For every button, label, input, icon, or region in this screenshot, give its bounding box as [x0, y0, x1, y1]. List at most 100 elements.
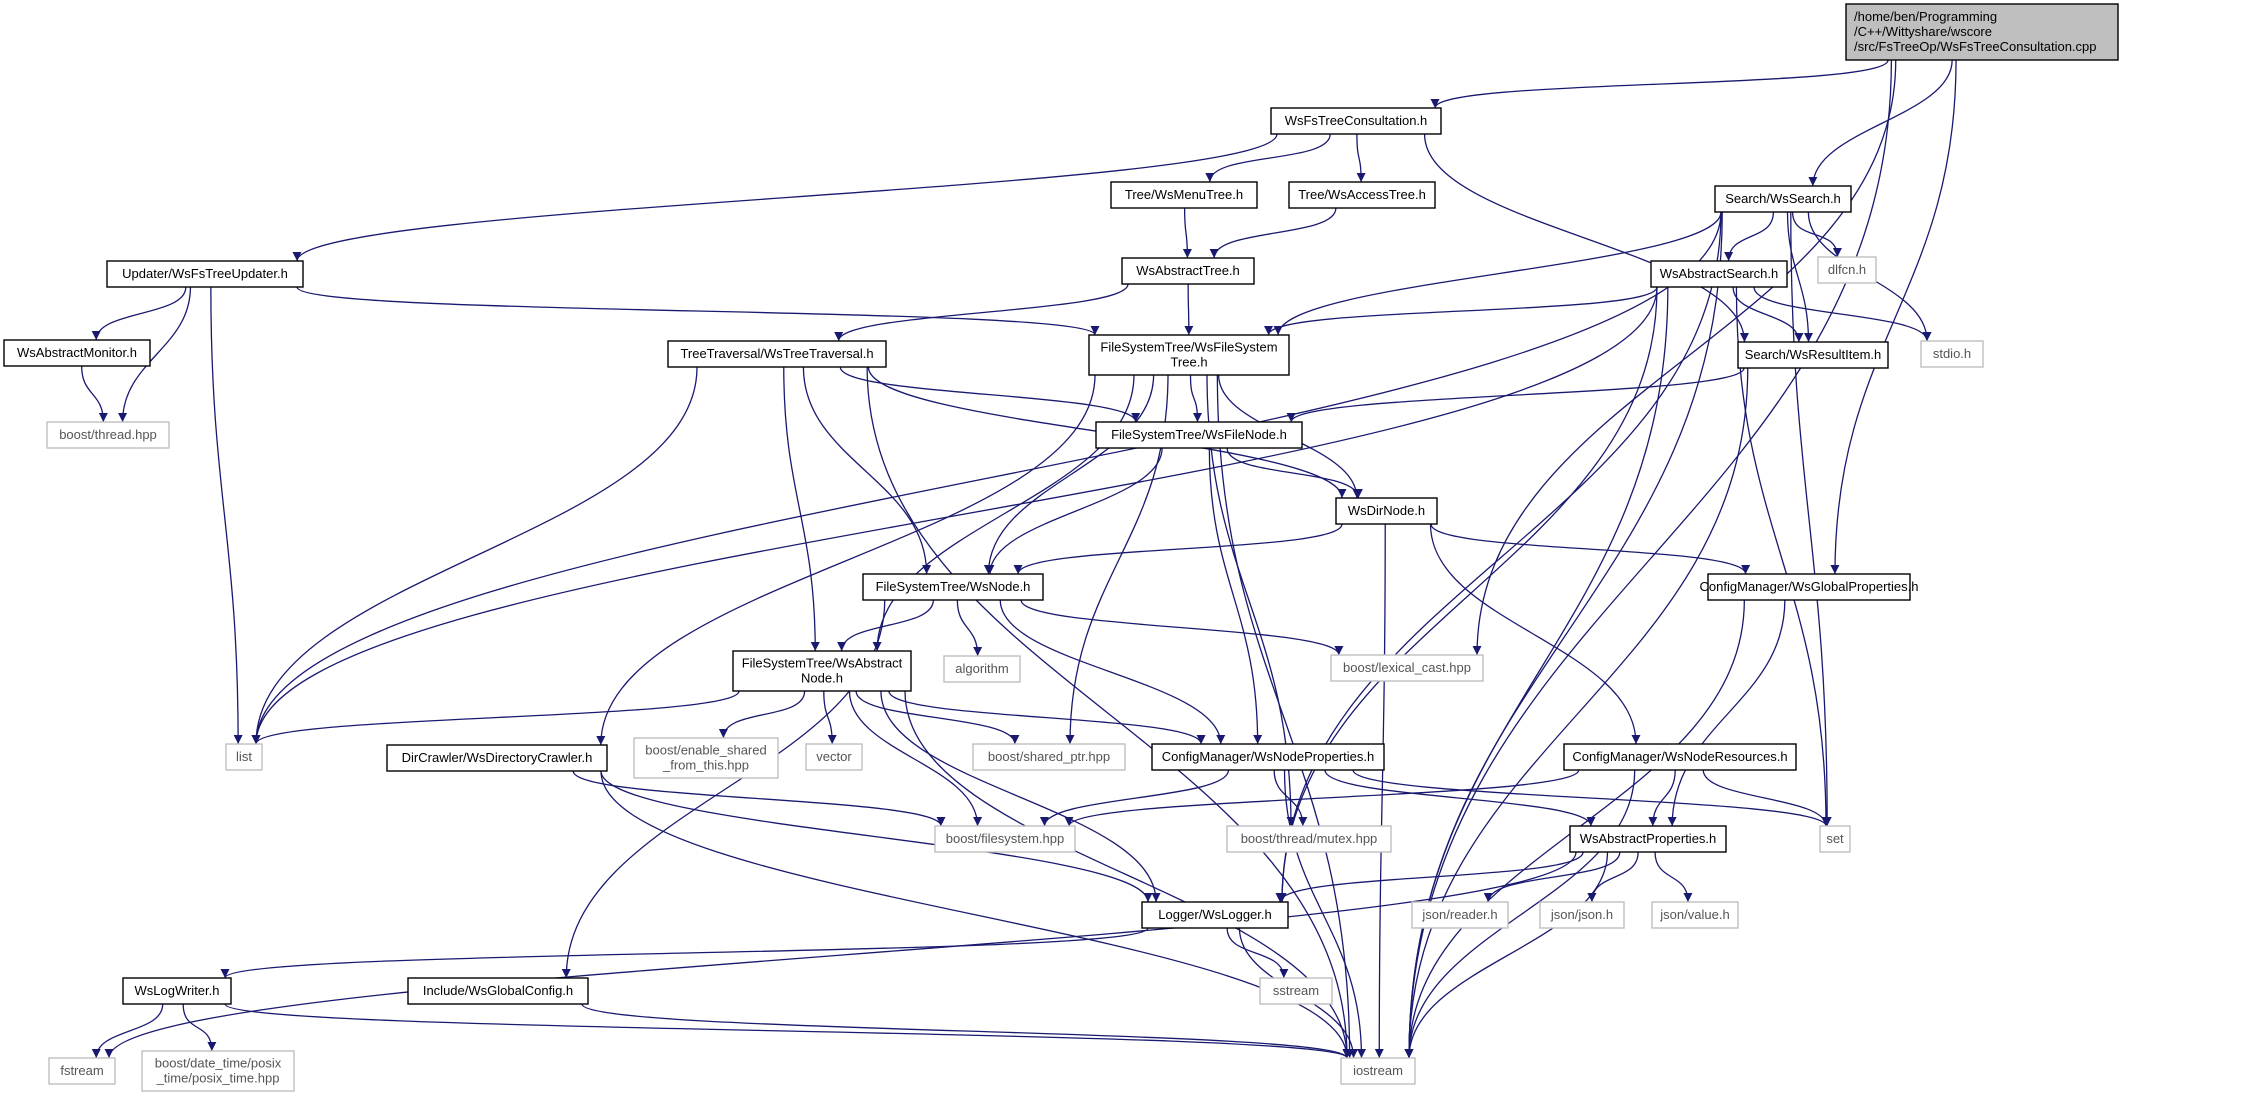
node-jsonreader-label: json/reader.h: [1421, 907, 1497, 922]
edge-root-to-globalprops: [1830, 59, 1957, 575]
node-logger[interactable]: Logger/WsLogger.h: [1141, 901, 1289, 929]
node-filenode[interactable]: FileSystemTree/WsFileNode.h: [1095, 421, 1303, 449]
edge-absnode-to-nodeprops: [888, 690, 1206, 745]
node-node[interactable]: FileSystemTree/WsNode.h: [862, 573, 1044, 601]
edge-nodeprops-to-mutex: [1273, 769, 1308, 827]
node-list-label: list: [236, 749, 252, 764]
node-root[interactable]: /home/ben/Programming/C++/Wittyshare/wsc…: [1845, 3, 2119, 61]
node-dlfcn: dlfcn.h: [1817, 256, 1877, 284]
node-absnode-label: Node.h: [801, 671, 843, 686]
node-jsonjson-box: [1539, 901, 1625, 929]
edge-node-to-nodeprops: [999, 599, 1226, 745]
node-node-label: FileSystemTree/WsNode.h: [876, 579, 1031, 594]
nodes-layer: /home/ben/Programming/C++/Wittyshare/wsc…: [3, 3, 2119, 1092]
node-iostream-label: iostream: [1353, 1063, 1403, 1078]
edge-abssearch-to-stdio: [1753, 286, 1932, 342]
edge-logwriter-to-iostream: [224, 1003, 1352, 1059]
node-consult[interactable]: WsFsTreeConsultation.h: [1270, 107, 1442, 135]
node-absmonitor[interactable]: WsAbstractMonitor.h: [3, 339, 151, 367]
edge-search-to-set: [1790, 211, 1832, 827]
edge-logger-to-sstream: [1226, 927, 1289, 979]
edge-root-to-iostream: [1404, 59, 1893, 1059]
node-iostream-box: [1340, 1057, 1416, 1085]
node-updater[interactable]: Updater/WsFsTreeUpdater.h: [106, 260, 304, 288]
edge-nodeprops-to-iostream: [1283, 769, 1367, 1059]
node-abssearch[interactable]: WsAbstractSearch.h: [1650, 260, 1788, 288]
node-noderes-box: [1563, 743, 1797, 771]
edge-search-to-resultitem: [1786, 211, 1814, 343]
node-jsonvalue-label: json/value.h: [1659, 907, 1729, 922]
edge-node-to-algorithm: [956, 599, 983, 657]
node-dlfcn-box: [1817, 256, 1877, 284]
node-algorithm-label: algorithm: [955, 661, 1008, 676]
edge-fstree-to-node: [983, 374, 1155, 575]
node-accesstree[interactable]: Tree/WsAccessTree.h: [1288, 181, 1436, 209]
edge-updater-to-absmonitor: [91, 286, 187, 341]
edge-globalconfig-to-iostream: [581, 1003, 1352, 1059]
node-filenode-label: FileSystemTree/WsFileNode.h: [1111, 427, 1287, 442]
node-lexical-box: [1330, 654, 1484, 682]
node-search-box: [1714, 185, 1852, 213]
edge-updater-to-thread: [118, 286, 192, 423]
node-fstree-box: [1088, 334, 1290, 376]
node-jsonvalue: json/value.h: [1651, 901, 1739, 929]
node-lexical-label: boost/lexical_cast.hpp: [1343, 660, 1471, 675]
node-noderes[interactable]: ConfigManager/WsNodeResources.h: [1563, 743, 1797, 771]
node-logwriter[interactable]: WsLogWriter.h: [122, 977, 232, 1005]
node-absprops[interactable]: WsAbstractProperties.h: [1569, 825, 1727, 853]
node-logwriter-box: [122, 977, 232, 1005]
node-logger-box: [1141, 901, 1289, 929]
node-traversal[interactable]: TreeTraversal/WsTreeTraversal.h: [667, 340, 887, 368]
edge-absnode-to-filesystem: [848, 690, 983, 827]
edge-absprops-to-iostream: [1404, 851, 1609, 1059]
edge-fstree-to-absnode: [872, 374, 1135, 652]
node-menutree[interactable]: Tree/WsMenuTree.h: [1110, 181, 1258, 209]
edge-dirnode-to-node: [1013, 523, 1343, 575]
edge-root-to-lexical: [1472, 59, 1897, 656]
edge-node-to-lexical: [1020, 599, 1344, 656]
edge-filenode-to-node: [985, 447, 1163, 575]
edge-root-to-consult: [1430, 59, 1889, 109]
node-sharedptr: boost/shared_ptr.hpp: [972, 743, 1126, 771]
edge-filenode-to-dirnode: [1226, 447, 1363, 499]
node-traversal-box: [667, 340, 887, 368]
edge-absprops-to-jsonreader: [1483, 851, 1621, 903]
node-jsonreader: json/reader.h: [1411, 901, 1509, 929]
node-dirnode[interactable]: WsDirNode.h: [1335, 497, 1438, 525]
node-updater-label: Updater/WsFsTreeUpdater.h: [122, 266, 288, 281]
node-stdio-label: stdio.h: [1933, 346, 1971, 361]
node-list-box: [225, 743, 263, 771]
node-accesstree-box: [1288, 181, 1436, 209]
node-globalconfig[interactable]: Include/WsGlobalConfig.h: [407, 977, 589, 1005]
node-root-box: [1845, 3, 2119, 61]
node-jsonjson-label: json/json.h: [1550, 907, 1613, 922]
edge-updater-to-fstree: [296, 286, 1100, 336]
node-set-label: set: [1826, 831, 1844, 846]
edge-absnode-to-sharedptr: [855, 690, 1020, 745]
edge-dircrawler-to-iostream: [600, 770, 1352, 1059]
node-enableshared-label: _from_this.hpp: [662, 758, 749, 773]
node-resultitem[interactable]: Search/WsResultItem.h: [1737, 341, 1889, 369]
node-absmonitor-box: [3, 339, 151, 367]
node-absnode-label: FileSystemTree/WsAbstract: [742, 656, 903, 671]
node-sharedptr-box: [972, 743, 1126, 771]
node-accesstree-label: Tree/WsAccessTree.h: [1298, 187, 1426, 202]
edge-traversal-to-iostream: [866, 366, 1352, 1059]
node-nodeprops[interactable]: ConfigManager/WsNodeProperties.h: [1151, 743, 1385, 771]
edge-absnode-to-logger: [880, 690, 1161, 903]
edge-dirnode-to-iostream: [1374, 523, 1386, 1059]
edges-layer: [81, 59, 1957, 1059]
edge-abstree-to-fstree: [1184, 283, 1194, 336]
node-dircrawler[interactable]: DirCrawler/WsDirectoryCrawler.h: [386, 744, 608, 772]
node-mutex: boost/thread/mutex.hpp: [1226, 825, 1392, 853]
node-globalprops[interactable]: ConfigManager/WsGlobalProperties.h: [1700, 573, 1919, 601]
edge-globalprops-to-absprops: [1667, 599, 1786, 827]
node-search[interactable]: Search/WsSearch.h: [1714, 185, 1852, 213]
edge-resultitem-to-iostream: [1404, 367, 1749, 1059]
node-lexical: boost/lexical_cast.hpp: [1330, 654, 1484, 682]
edge-consult-to-menutree: [1205, 133, 1331, 183]
node-abstree[interactable]: WsAbstractTree.h: [1121, 257, 1255, 285]
node-iostream: iostream: [1340, 1057, 1416, 1085]
